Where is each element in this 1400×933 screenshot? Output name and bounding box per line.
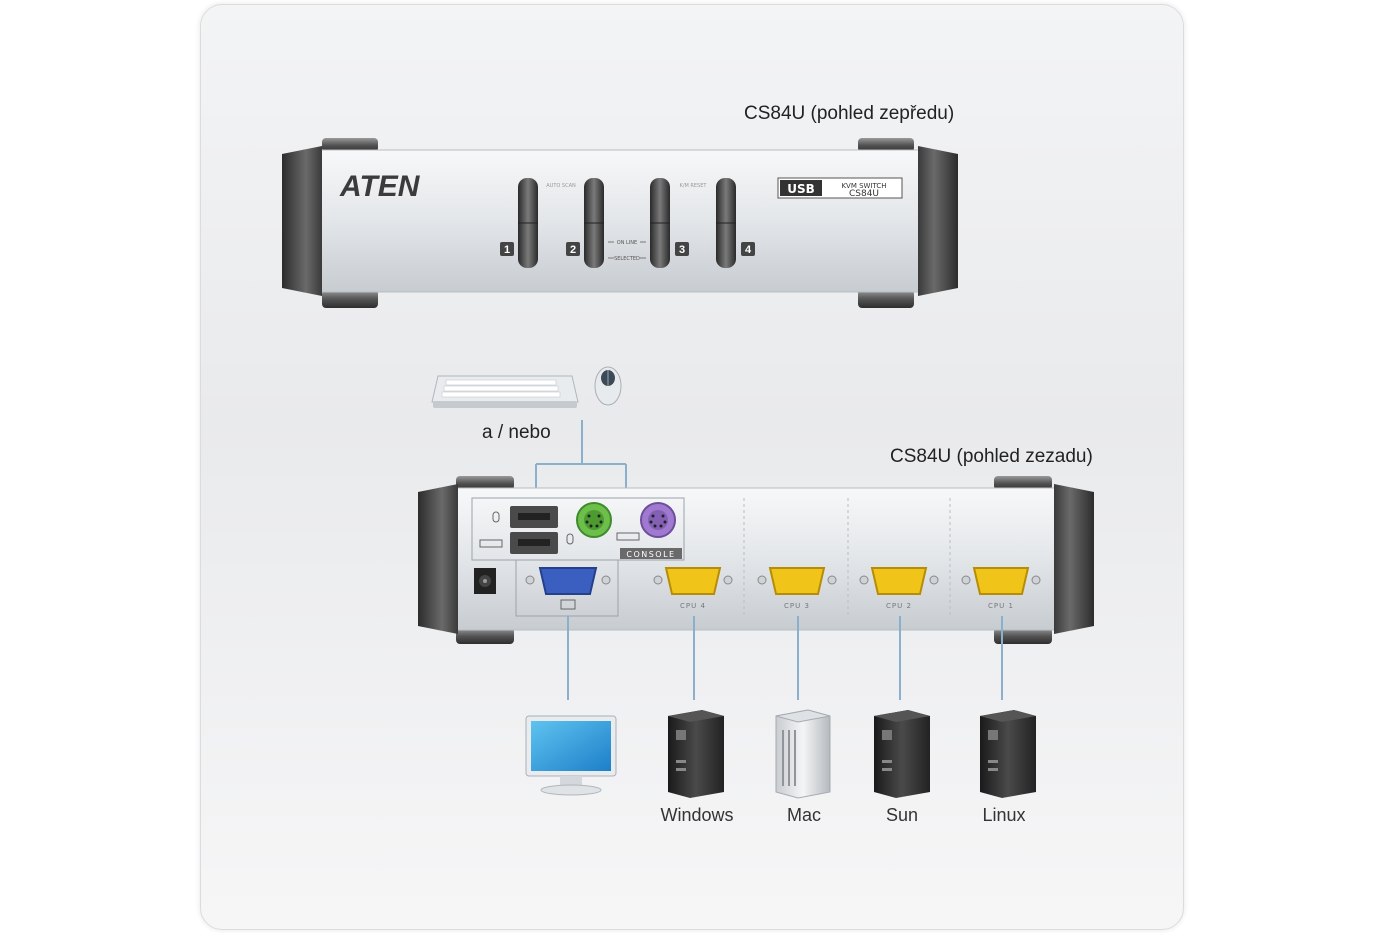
keyboard-port-icon: [616, 532, 640, 541]
badge-line1: KVM SWITCH: [841, 182, 886, 190]
foot: [994, 476, 1052, 490]
foot: [322, 138, 378, 152]
mouse-icon: [594, 366, 622, 406]
online-label: ON LINE: [617, 240, 637, 246]
front-view-label: CS84U (pohled zepředu): [744, 103, 955, 124]
os-label-windows: Windows: [660, 805, 734, 825]
console-label: CONSOLE: [626, 550, 675, 559]
mouse-port-icon: [492, 511, 500, 523]
cpu-port-3[interactable]: [757, 567, 837, 595]
port-button-2[interactable]: [584, 178, 604, 268]
port-number-4: 4: [741, 242, 755, 256]
power-jack[interactable]: [474, 568, 496, 594]
usb-ports[interactable]: [510, 506, 558, 554]
end-cap-right: [1054, 484, 1094, 634]
foot: [858, 290, 914, 308]
end-cap-left: [282, 146, 322, 296]
ps2-mouse-port[interactable]: [576, 502, 612, 538]
port-button-1[interactable]: [518, 178, 538, 268]
model-badge: USB KVM SWITCH CS84U: [777, 177, 903, 199]
kvm-reset-label: K/M RESET: [680, 183, 708, 189]
foot: [322, 290, 378, 308]
port-number-1: 1: [500, 242, 514, 256]
cpu-port-2[interactable]: [859, 567, 939, 595]
svg-text:2: 2: [570, 244, 576, 256]
sun-pc-tower-icon: [874, 710, 930, 798]
selected-label: SELECTED: [614, 256, 640, 262]
or-label: a / nebo: [482, 422, 551, 443]
cpu-port-label: CPU 3: [784, 602, 810, 610]
vga-monitor-port[interactable]: [525, 567, 611, 595]
cpu-port-label: CPU 4: [680, 602, 706, 610]
end-cap-right: [918, 146, 958, 296]
front-view-switch: ATEN USB KVM SWITCH CS84U: [282, 138, 958, 308]
port-number-2: 2: [566, 242, 580, 256]
port-number-3: 3: [675, 242, 689, 256]
svg-text:4: 4: [745, 244, 752, 256]
keyboard-port-icon: [479, 539, 503, 548]
cpu-port-label: CPU 1: [988, 602, 1014, 610]
ps2-keyboard-port[interactable]: [640, 502, 676, 538]
os-label-linux: Linux: [982, 805, 1026, 825]
brand-logo: ATEN: [339, 170, 421, 203]
foot: [456, 476, 514, 490]
windows-pc-tower-icon: [668, 710, 724, 798]
linux-pc-tower-icon: [980, 710, 1036, 798]
device-cables: [567, 616, 1003, 700]
monitor-icon: [525, 715, 617, 796]
mac-tower-icon: [775, 709, 831, 799]
badge-line2: CS84U: [849, 189, 879, 199]
end-cap-left: [418, 484, 458, 634]
port-button-3[interactable]: [650, 178, 670, 268]
svg-text:3: 3: [679, 244, 685, 256]
badge-usb: USB: [787, 182, 815, 196]
console-label-bg: [620, 548, 682, 559]
foot: [456, 628, 514, 644]
os-label-sun: Sun: [885, 805, 919, 825]
cpu-port-1[interactable]: [961, 567, 1041, 595]
monitor-port-icon: [560, 599, 576, 610]
keyboard-icon: [431, 375, 579, 408]
cpu-port-4[interactable]: [653, 567, 733, 595]
foot: [994, 628, 1052, 644]
auto-scan-label: AUTO SCAN: [546, 183, 576, 189]
rear-view-label: CS84U (pohled zezadu): [890, 446, 1093, 467]
svg-text:1: 1: [504, 244, 510, 256]
mouse-port-icon: [566, 533, 574, 545]
cpu-port-label: CPU 2: [886, 602, 912, 610]
port-button-4[interactable]: [716, 178, 736, 268]
os-label-mac: Mac: [786, 805, 821, 825]
rear-view-switch: CONSOLE: [418, 476, 1094, 644]
foot: [858, 138, 914, 152]
